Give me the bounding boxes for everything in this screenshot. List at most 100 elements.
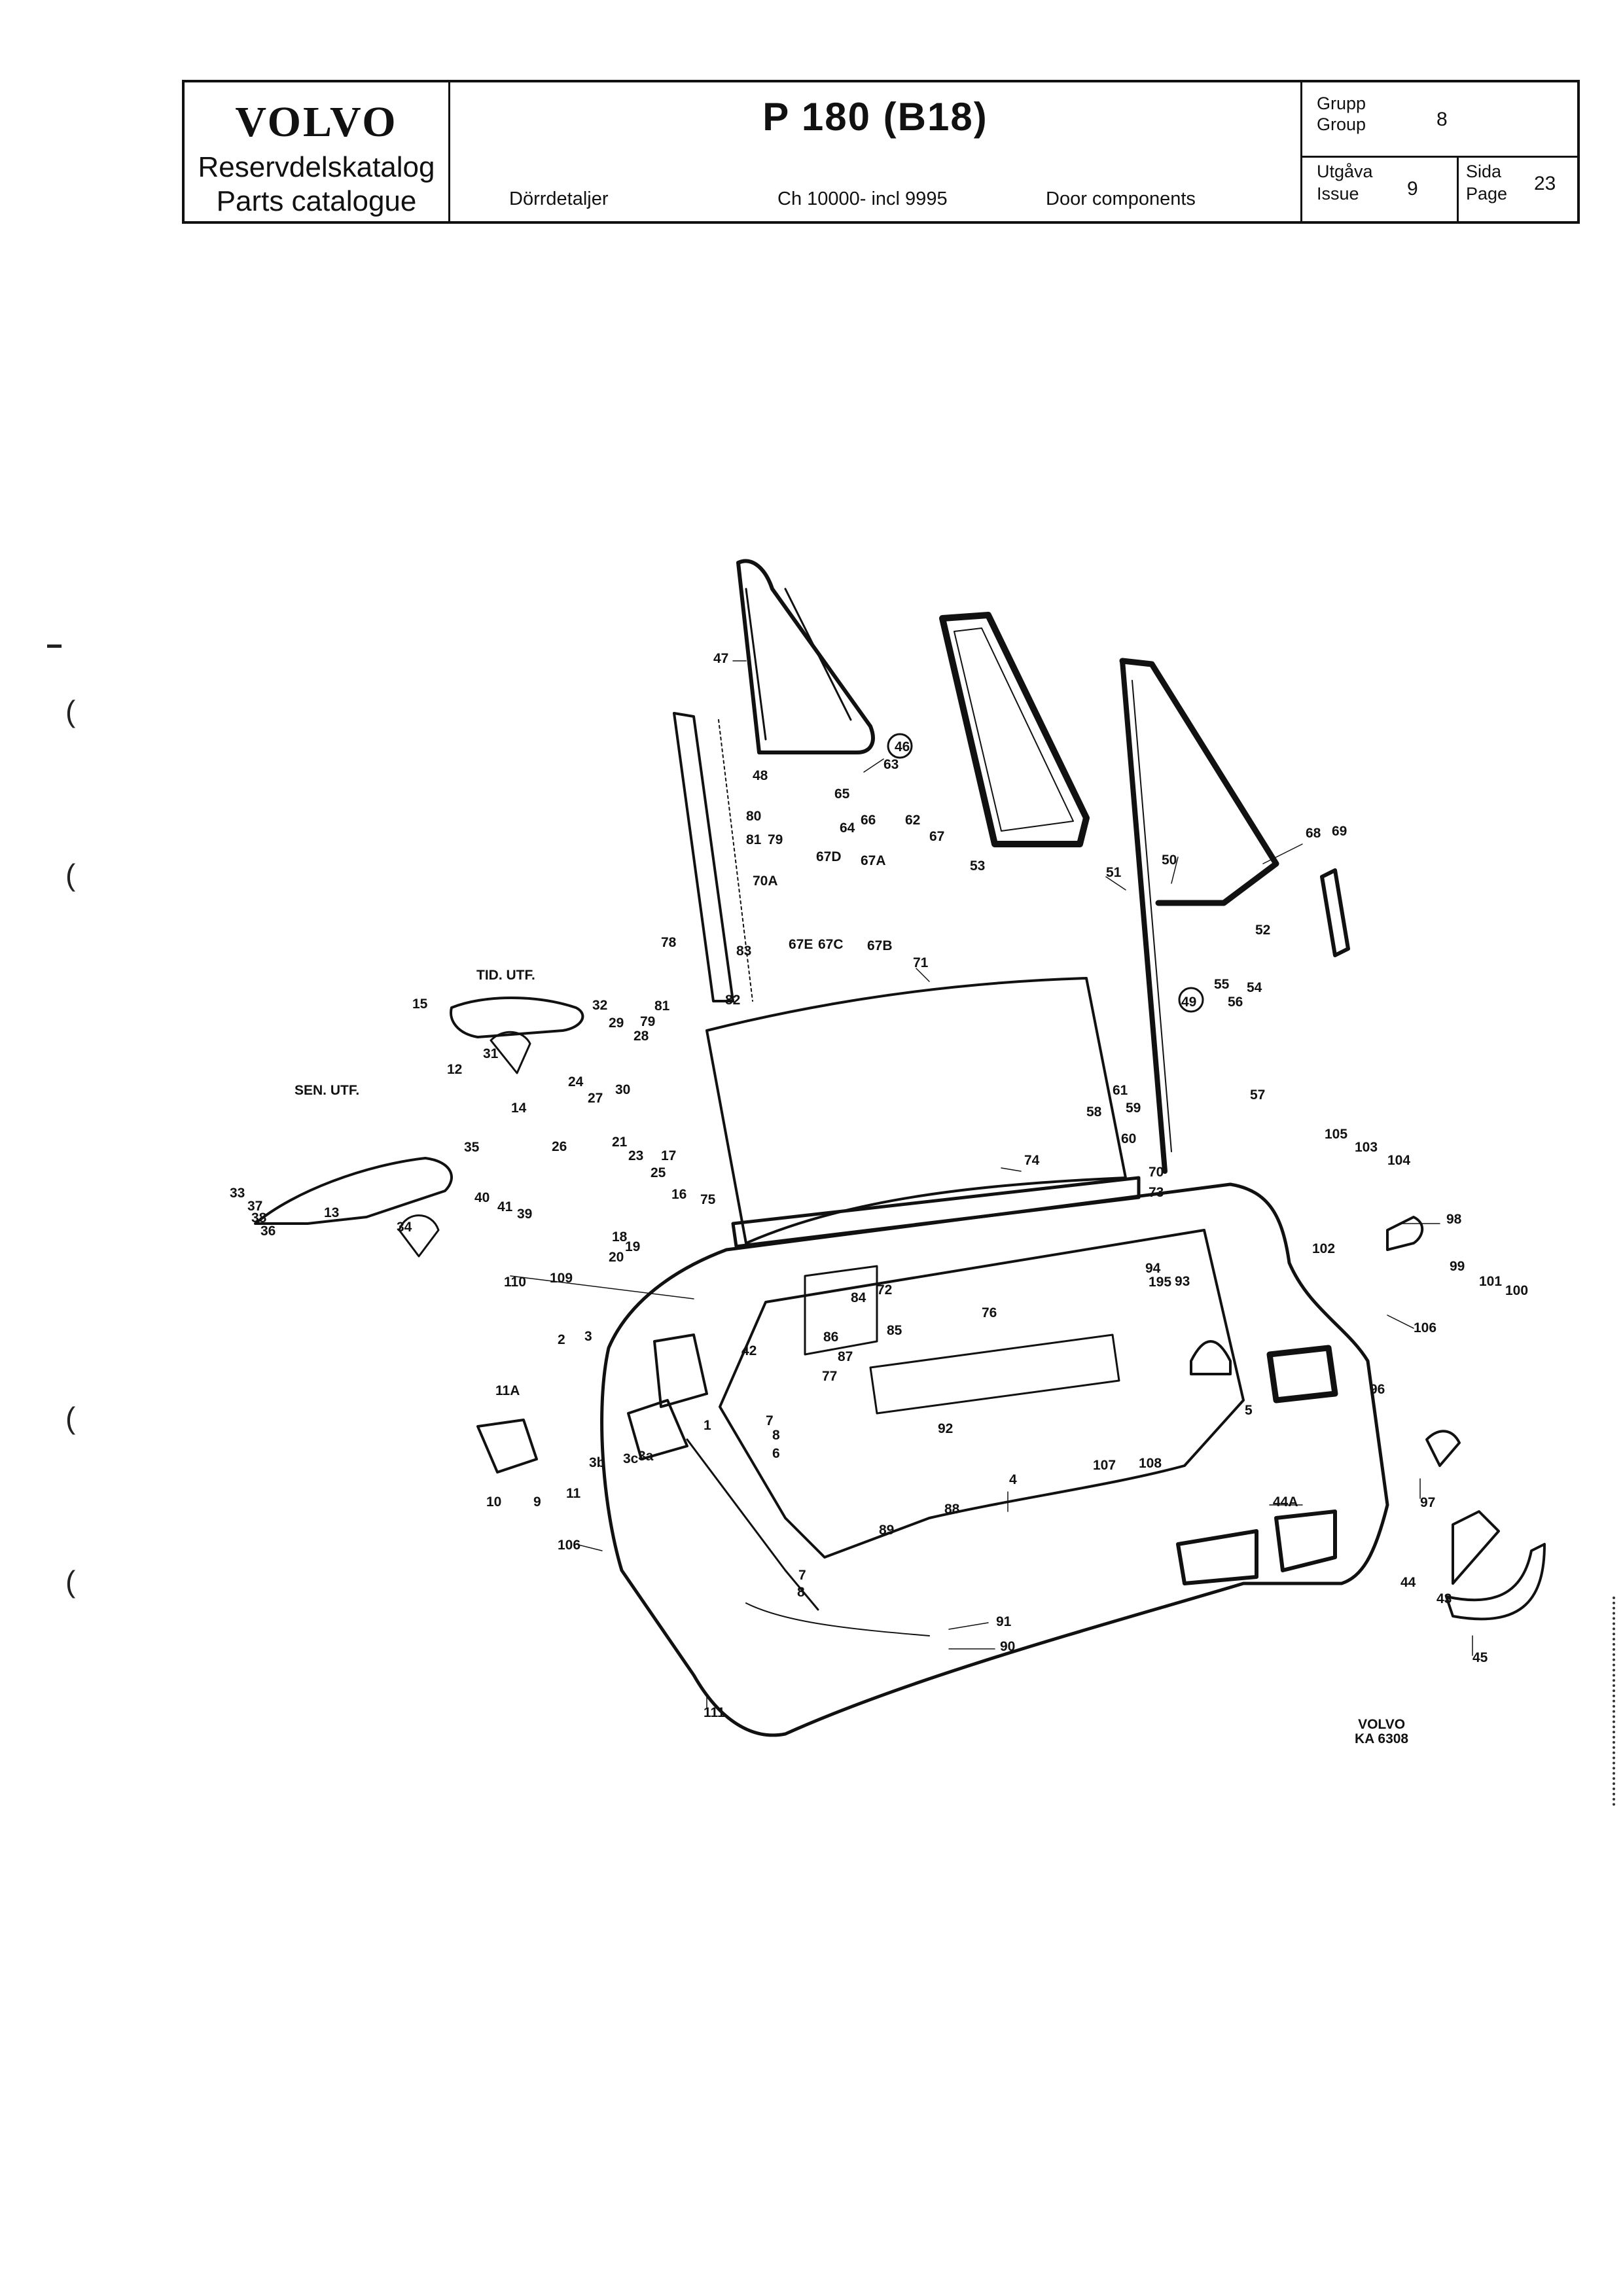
svg-text:60: 60 [1121, 1131, 1136, 1146]
svg-text:55: 55 [1214, 977, 1230, 992]
rear-vent-frame [1119, 658, 1279, 1174]
svg-text:5: 5 [1245, 1403, 1253, 1418]
svg-text:3b: 3b [589, 1455, 605, 1470]
svg-text:88: 88 [944, 1502, 960, 1517]
svg-text:81: 81 [746, 832, 762, 847]
svg-text:59: 59 [1126, 1101, 1141, 1116]
svg-text:83: 83 [736, 944, 751, 959]
svg-text:1: 1 [704, 1418, 711, 1433]
svg-text:10: 10 [486, 1494, 501, 1510]
svg-text:8: 8 [797, 1585, 805, 1600]
brand-cell: VOLVO Reservdelskatalog Parts catalogue [185, 82, 450, 221]
svg-text:3: 3 [584, 1329, 592, 1344]
group-label-sv: Grupp [1317, 94, 1366, 113]
group-label-en: Group [1317, 115, 1366, 134]
svg-text:44A: 44A [1273, 1494, 1298, 1510]
svg-text:3c: 3c [623, 1451, 639, 1466]
svg-text:44: 44 [1400, 1575, 1416, 1590]
binding-mark: ( [65, 1564, 76, 1598]
svg-text:93: 93 [1175, 1274, 1190, 1289]
svg-text:67C: 67C [818, 937, 844, 952]
svg-text:33: 33 [230, 1186, 245, 1201]
svg-text:35: 35 [464, 1140, 480, 1155]
svg-text:70A: 70A [753, 874, 778, 889]
chassis-range: Ch 10000- incl 9995 [777, 188, 948, 209]
svg-text:98: 98 [1446, 1212, 1462, 1227]
binding-mark: ( [65, 694, 76, 728]
outside-handles [254, 997, 584, 1258]
svg-text:40: 40 [474, 1190, 490, 1205]
issue-value: 9 [1407, 178, 1418, 200]
svg-text:7: 7 [798, 1568, 806, 1583]
svg-text:104: 104 [1387, 1153, 1410, 1168]
page-value: 23 [1534, 173, 1556, 194]
group-value: 8 [1436, 109, 1448, 130]
svg-text:61: 61 [1113, 1083, 1128, 1098]
svg-text:32: 32 [592, 998, 607, 1013]
svg-text:80: 80 [746, 809, 761, 824]
svg-text:50: 50 [1162, 853, 1177, 868]
svg-text:67A: 67A [861, 853, 886, 868]
catalog-title-en: Parts catalogue [216, 185, 417, 217]
svg-text:110: 110 [504, 1275, 526, 1290]
svg-text:34: 34 [397, 1220, 412, 1235]
svg-text:75: 75 [700, 1192, 716, 1207]
title-block: VOLVO Reservdelskatalog Parts catalogue … [182, 80, 1580, 224]
svg-text:28: 28 [633, 1029, 649, 1044]
svg-text:70: 70 [1149, 1165, 1164, 1180]
svg-text:11: 11 [566, 1486, 581, 1501]
svg-text:17: 17 [661, 1148, 676, 1163]
svg-text:TID. UTF.: TID. UTF. [476, 968, 535, 983]
svg-text:111: 111 [704, 1705, 725, 1720]
svg-text:90: 90 [1000, 1639, 1015, 1654]
svg-text:45: 45 [1472, 1650, 1488, 1665]
svg-text:58: 58 [1086, 1104, 1102, 1120]
svg-text:76: 76 [982, 1305, 997, 1320]
svg-text:106: 106 [558, 1538, 580, 1553]
svg-text:94: 94 [1145, 1261, 1161, 1276]
svg-text:15: 15 [412, 997, 428, 1012]
svg-text:43: 43 [1436, 1591, 1452, 1606]
scan-edge-dots [1613, 1597, 1618, 1806]
svg-text:92: 92 [938, 1421, 953, 1436]
svg-text:49: 49 [1181, 995, 1196, 1010]
svg-text:72: 72 [877, 1282, 892, 1298]
stamp-brand: VOLVO [1358, 1717, 1406, 1732]
svg-text:89: 89 [879, 1523, 894, 1538]
group-box: Grupp Group 8 [1302, 82, 1577, 158]
svg-text:87: 87 [838, 1349, 853, 1364]
binding-mark: ( [65, 1401, 76, 1435]
svg-text:67: 67 [929, 829, 944, 844]
stamp-code: KA 6308 [1355, 1731, 1409, 1746]
svg-text:41: 41 [497, 1199, 513, 1214]
vent-window-frame [736, 559, 875, 754]
section-title-sv: Dörrdetaljer [509, 188, 609, 209]
issue-box: Utgåva Issue 9 [1302, 156, 1459, 221]
svg-text:16: 16 [671, 1187, 687, 1202]
svg-text:79: 79 [768, 832, 783, 847]
svg-text:52: 52 [1255, 923, 1270, 938]
svg-text:107: 107 [1093, 1458, 1116, 1473]
svg-text:18: 18 [612, 1229, 628, 1245]
svg-text:11A: 11A [495, 1383, 520, 1398]
section-title-en: Door components [1046, 188, 1196, 209]
svg-text:20: 20 [609, 1250, 624, 1265]
svg-text:48: 48 [753, 768, 768, 783]
svg-text:78: 78 [661, 935, 677, 950]
svg-text:106: 106 [1414, 1320, 1436, 1335]
svg-text:53: 53 [970, 858, 985, 874]
svg-text:3a: 3a [638, 1449, 654, 1464]
svg-text:19: 19 [625, 1239, 640, 1254]
svg-text:69: 69 [1332, 824, 1347, 839]
svg-text:86: 86 [823, 1330, 838, 1345]
svg-text:36: 36 [260, 1224, 276, 1239]
svg-text:27: 27 [588, 1091, 603, 1106]
model-cell: P 180 (B18) Dörrdetaljer Ch 10000- incl … [450, 82, 1302, 221]
svg-text:65: 65 [834, 786, 850, 802]
svg-text:8: 8 [772, 1428, 780, 1443]
svg-text:47: 47 [713, 651, 728, 666]
svg-text:54: 54 [1247, 980, 1262, 995]
issue-label-en: Issue [1317, 184, 1359, 203]
